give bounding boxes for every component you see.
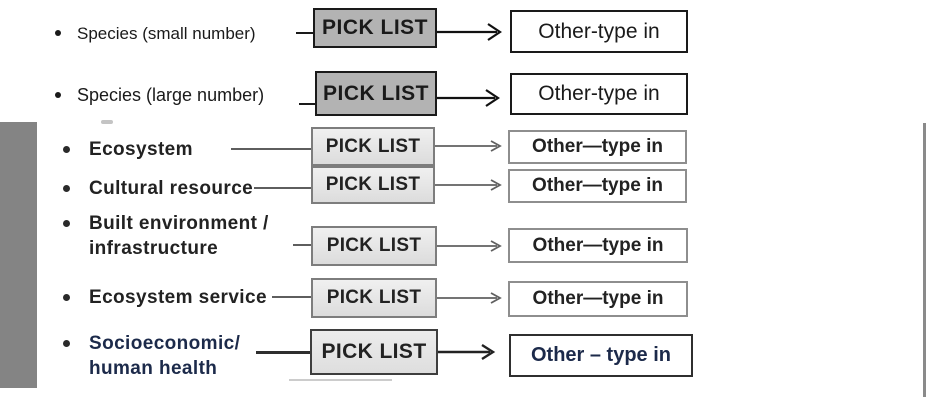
bullet-icon [63,220,70,227]
right-gray-line [923,123,926,397]
category-label: Ecosystem [89,139,193,160]
pick-list-shadow [289,379,392,381]
arrow-icon [437,89,500,107]
pick-list-button[interactable]: PICK LIST [310,329,438,375]
connector-line [293,244,311,246]
other-type-in-box[interactable]: Other—type in [508,281,688,317]
other-type-in-box[interactable]: Other-type in [510,10,688,53]
connector-line [231,148,311,150]
arrow-icon [438,343,496,361]
pick-list-button[interactable]: PICK LIST [313,8,437,48]
arrow-icon [437,292,502,304]
pick-list-button[interactable]: PICK LIST [311,166,435,204]
bullet-icon [55,30,61,36]
bullet-icon [55,92,61,98]
pick-list-button[interactable]: PICK LIST [311,127,435,166]
pick-list-button[interactable]: PICK LIST [311,278,437,318]
left-gray-bar [0,122,37,388]
connector-line [296,32,314,34]
bullet-icon [63,185,70,192]
arrow-icon [435,140,502,152]
other-type-in-box[interactable]: Other – type in [509,334,693,377]
bullet-icon [63,146,70,153]
other-type-in-box[interactable]: Other—type in [508,130,687,164]
category-label: Cultural resource [89,178,254,199]
other-type-in-box[interactable]: Other-type in [510,73,688,115]
category-label: Ecosystem service [89,287,267,308]
arrow-icon [435,179,502,191]
category-label: Socioeconomic/ human health [89,333,241,379]
bullet-icon [63,294,70,301]
connector-line [254,187,311,189]
connector-line [272,296,311,298]
other-type-in-box[interactable]: Other—type in [508,169,687,203]
category-label: Built environment / infrastructure [89,213,269,259]
pick-list-button[interactable]: PICK LIST [311,226,437,266]
arrow-icon [437,23,502,41]
pick-list-button[interactable]: PICK LIST [315,71,437,116]
category-label: Species (small number) [77,24,256,43]
category-label: Species (large number) [77,85,265,105]
bullet-icon [63,340,70,347]
other-type-in-box[interactable]: Other—type in [508,228,688,263]
cropped-text-artifact [101,120,113,124]
connector-line [256,351,310,354]
arrow-icon [437,240,502,252]
connector-line [299,103,316,105]
